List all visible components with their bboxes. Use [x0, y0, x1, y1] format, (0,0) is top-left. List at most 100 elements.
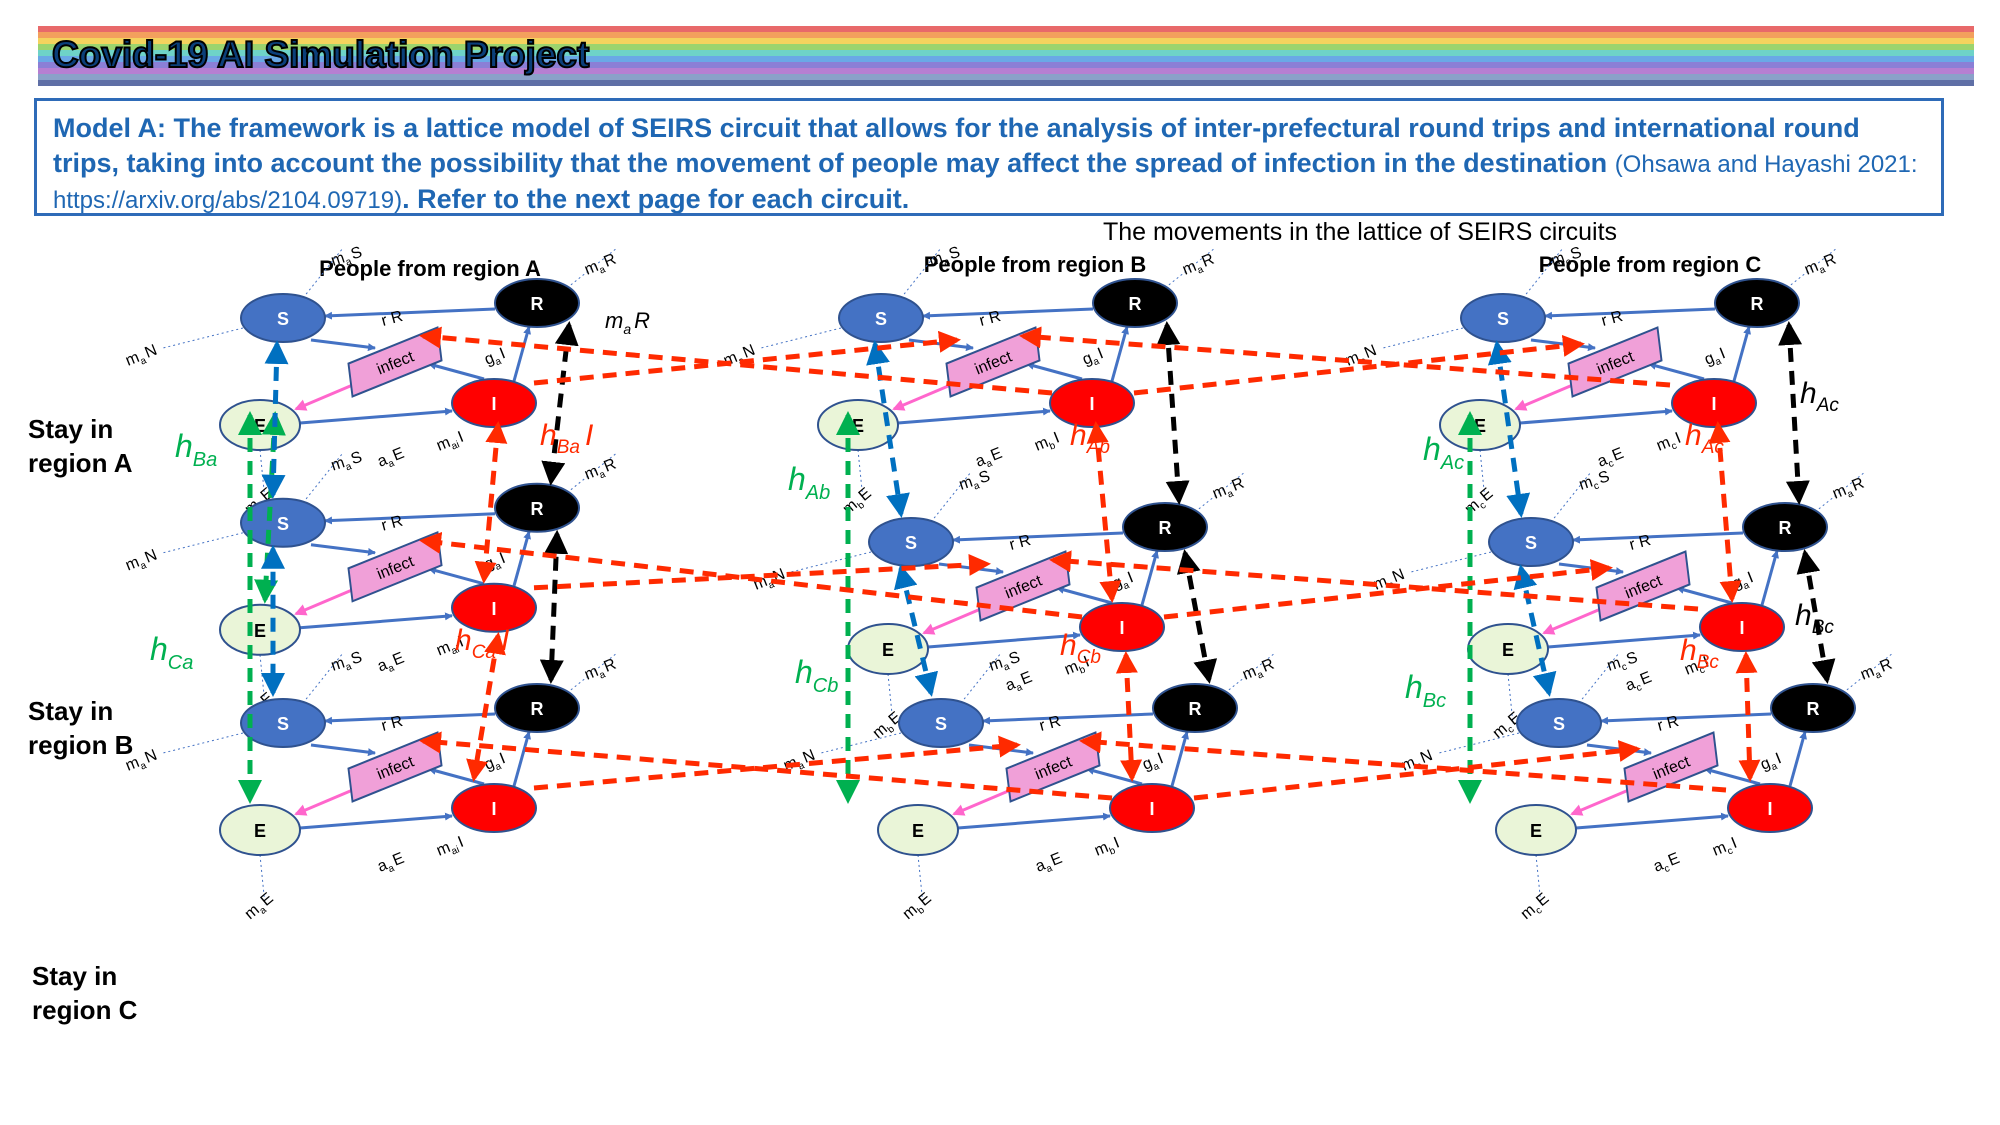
flow-label-rr: r R [1038, 713, 1063, 735]
h-label-green: hCa [150, 631, 193, 674]
flow-arrow-r-to-s [324, 512, 496, 525]
node-infect: infect [1595, 550, 1691, 622]
node-e-label: E [254, 621, 266, 641]
flow-label-mr: maR [1802, 251, 1840, 282]
banner-stripe [38, 56, 1974, 62]
node-r [1714, 278, 1800, 328]
h-label-black: hBc [1795, 599, 1834, 638]
flow-label-rr: r R [380, 513, 405, 535]
node-s-label: S [1553, 714, 1565, 734]
banner-stripe [38, 26, 1974, 32]
flow-arrow-infect-to-e [922, 606, 984, 635]
banner-stripe [38, 44, 1974, 50]
flow-arrow-i-to-r [1760, 550, 1779, 606]
dotted-flow-line [1410, 551, 1492, 573]
banner-stripe [38, 80, 1974, 86]
node-e [1495, 804, 1577, 856]
banner-stripe [38, 68, 1974, 74]
flow-label-mi: mbI [1062, 653, 1093, 681]
node-s-label: S [277, 309, 289, 329]
row-label-b-line1: Stay in [28, 696, 113, 726]
flow-label-mi: mbI [1092, 834, 1123, 862]
dotted-flow-line [302, 247, 344, 299]
flow-arrow-i-to-r [1788, 731, 1807, 787]
flow-arrow-infect-to-e [1514, 382, 1576, 411]
dotted-flow-line [1522, 247, 1564, 299]
node-infect: infect [347, 530, 443, 603]
flow-label-mi: mbI [1032, 429, 1063, 457]
node-i [1109, 783, 1195, 833]
dotted-flow-line [760, 327, 842, 349]
black-movement-arrow [1778, 321, 1810, 505]
description-tail: . Refer to the next page for each circui… [402, 184, 910, 214]
project-title: Covid-19 AI Simulation Project [51, 33, 590, 76]
flow-arrow-i-to-infect [1648, 361, 1705, 381]
flow-arrow-e-to-i [299, 407, 453, 425]
flow-arrow-s-to-infect [1558, 562, 1624, 576]
flow-label-me: mbE [900, 890, 937, 926]
flow-label-mr: maR [582, 456, 620, 487]
dotted-flow-line [1479, 449, 1486, 501]
flow-label-mr: maR [582, 656, 620, 687]
red-movement-arrow [1735, 651, 1761, 782]
flow-arrow-i-to-infect [1026, 361, 1083, 381]
node-infect: infect [347, 731, 443, 803]
flow-label-rr: r R [978, 308, 1003, 330]
flow-arrow-i-to-r [512, 530, 531, 587]
row-label-c-line2: region C [32, 995, 138, 1025]
flow-label-mi: mcI [1710, 835, 1740, 863]
dotted-flow-line [566, 452, 618, 494]
banner-stripe [38, 50, 1974, 56]
node-i [451, 783, 537, 833]
column-label-a: People from region A [319, 256, 541, 281]
column-label-b: People from region B [924, 252, 1146, 277]
flow-arrow-r-to-s [324, 307, 496, 320]
flow-arrow-e-to-i [299, 612, 453, 630]
node-i-label: I [1149, 799, 1154, 819]
flow-arrow-i-to-infect [1676, 585, 1733, 605]
flow-label-ms: maS [957, 468, 993, 497]
node-s-label: S [935, 714, 947, 734]
row-label-c-line1: Stay in [32, 961, 117, 991]
flow-label-ms: maS [987, 649, 1023, 678]
flow-label-me: mcE [1462, 485, 1499, 520]
dotted-flow-line [1550, 471, 1592, 523]
flow-arrow-e-to-i [1547, 631, 1701, 649]
node-r [1152, 683, 1238, 733]
h-label-green: hAc [1423, 431, 1464, 474]
flow-label-me: maE [242, 890, 279, 926]
flow-label-mr: maR [1210, 475, 1248, 506]
description-main: Model A: The framework is a lattice mode… [53, 113, 1860, 178]
node-infect: infect [1005, 731, 1101, 803]
dotted-flow-line [162, 327, 244, 349]
node-s-label: S [875, 309, 887, 329]
h-label-red: hBc [1680, 634, 1719, 673]
flow-label-ae: acE [1623, 669, 1655, 698]
red-infection-link [1133, 335, 1585, 396]
black-movement-arrow [1156, 321, 1190, 505]
row-label-a-line2: region A [28, 448, 133, 478]
flow-arrow-i-to-infect [428, 566, 485, 586]
flow-label-mi: mcI [1654, 430, 1684, 458]
dotted-flow-line [887, 673, 894, 725]
h-label-green: hBa [175, 428, 217, 471]
node-i [1079, 602, 1165, 652]
node-e-label: E [254, 416, 266, 436]
node-i-label: I [491, 394, 496, 414]
flow-arrow-s-to-infect [310, 543, 376, 556]
red-movement-arrow [1708, 421, 1742, 603]
dotted-flow-line [790, 551, 872, 573]
row-label-a-line1: Stay in [28, 414, 113, 444]
h-label-red: hAc [1685, 419, 1724, 458]
flow-label-mi: maiI [434, 834, 467, 863]
node-s-label: S [905, 533, 917, 553]
node-r-label: R [1751, 294, 1764, 314]
dotted-flow-line [566, 652, 618, 694]
node-e-label: E [852, 416, 864, 436]
flow-label-gi: gaI [1080, 345, 1107, 371]
h-label-red: hAb [1070, 419, 1110, 458]
red-infection-link [533, 553, 991, 591]
